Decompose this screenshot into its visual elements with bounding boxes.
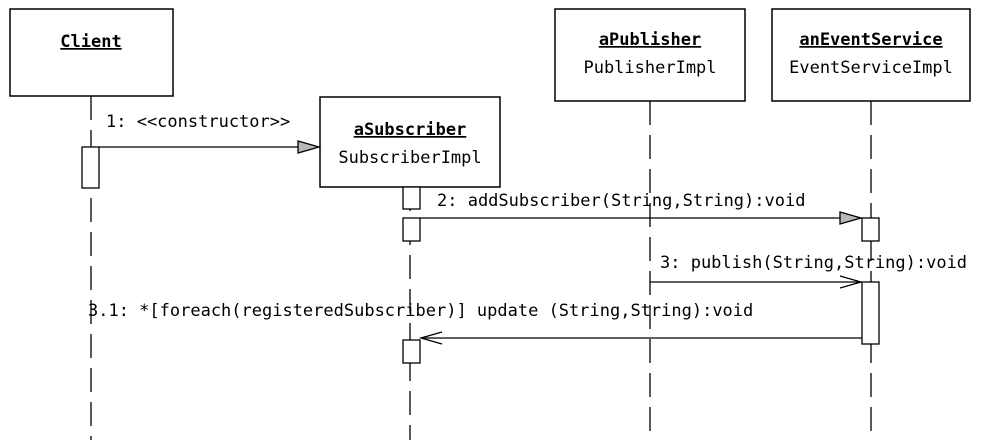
message-3: 3: publish(String,String):void [650, 253, 967, 289]
publisher-name: aPublisher [599, 30, 701, 50]
eventservice-object: anEventService EventServiceImpl [771, 8, 971, 102]
message-3-1-arrowhead [418, 331, 443, 345]
message-2: 2: addSubscriber(String,String):void [420, 191, 864, 225]
message-3-1-label: 3.1: *[foreach(registeredSubscriber)] up… [88, 301, 753, 321]
message-1: 1: <<constructor>> [99, 112, 322, 154]
message-1-arrowhead [297, 140, 322, 154]
client-object: Client [9, 8, 174, 97]
message-2-label: 2: addSubscriber(String,String):void [437, 191, 805, 211]
subscriber-name: aSubscriber [354, 120, 467, 140]
subscriber-object: aSubscriber SubscriberImpl [319, 96, 501, 188]
eventservice-activation-2 [861, 281, 880, 345]
subscriber-activation-1 [402, 186, 421, 210]
message-3-arrowhead [839, 275, 864, 289]
publisher-class: PublisherImpl [583, 58, 716, 78]
eventservice-activation-1 [861, 217, 880, 242]
client-box [9, 8, 174, 97]
eventservice-class: EventServiceImpl [789, 58, 953, 78]
subscriber-box [319, 96, 501, 188]
client-activation [81, 146, 100, 189]
eventservice-name: anEventService [799, 30, 942, 50]
message-3-label: 3: publish(String,String):void [660, 253, 967, 273]
subscriber-activation-2 [402, 217, 421, 242]
publisher-object: aPublisher PublisherImpl [554, 8, 746, 102]
publisher-box [554, 8, 746, 102]
subscriber-class: SubscriberImpl [338, 148, 481, 168]
subscriber-activation-3 [402, 339, 421, 364]
message-2-arrowhead [839, 211, 864, 225]
eventservice-box [771, 8, 971, 102]
client-name: Client [60, 32, 121, 52]
message-3-1: 3.1: *[foreach(registeredSubscriber)] up… [88, 301, 862, 345]
message-1-label: 1: <<constructor>> [106, 112, 290, 132]
